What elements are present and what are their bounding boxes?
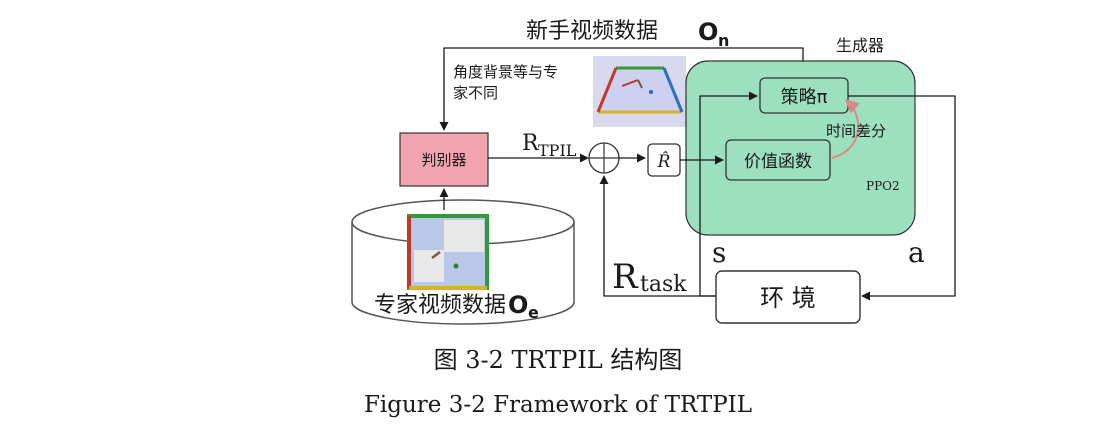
policy-label: 策略π (781, 87, 828, 108)
discriminator-label: 判别器 (421, 151, 466, 169)
temporal-difference-label: 时间差分 (826, 122, 886, 140)
framework-diagram: 判别器 新手视频数据 O n 角度背景等与专 家不同 生成器 策略π 价值函数 … (351, 18, 956, 325)
expert-video-subscript: e (528, 303, 539, 322)
value-function-box (725, 139, 831, 181)
angle-note-line1: 角度背景等与专 (453, 63, 558, 81)
novice-video-label: 新手视频数据 (526, 19, 658, 44)
temporal-difference-arrow (831, 99, 861, 159)
state-label: s (712, 236, 726, 269)
discriminator-box (399, 132, 489, 187)
r-tpil-subscript: TPIL (538, 141, 577, 160)
novice-video-subscript: n (718, 31, 729, 50)
ppo-label: PPO2 (866, 179, 900, 193)
figure-caption-chinese: 图 3-2 TRTPIL 结构图 (433, 346, 683, 374)
figure-caption-english: Figure 3-2 Framework of TRTPIL (363, 392, 753, 418)
action-label: a (908, 236, 925, 269)
action-line (848, 95, 956, 301)
environment-box (715, 270, 861, 324)
value-function-label: 价值函数 (744, 152, 812, 172)
novice-video-thumbnail (593, 56, 686, 127)
r-task-symbol: R (612, 257, 639, 297)
r-task-line (599, 175, 716, 297)
expert-video-thumbnail (407, 214, 489, 290)
angle-note-line2: 家不同 (453, 84, 498, 102)
sum-node (588, 142, 620, 174)
environment-label: 环 境 (760, 284, 816, 312)
r-hat-label: R̂ (657, 152, 671, 172)
expert-video-label: 专家视频数据 (374, 293, 506, 318)
r-tpil-symbol: R (522, 131, 540, 156)
r-task-subscript: task (640, 272, 687, 297)
generator-label: 生成器 (836, 36, 884, 55)
novice-video-symbol: O (698, 18, 718, 46)
expert-video-symbol: O (508, 291, 528, 319)
